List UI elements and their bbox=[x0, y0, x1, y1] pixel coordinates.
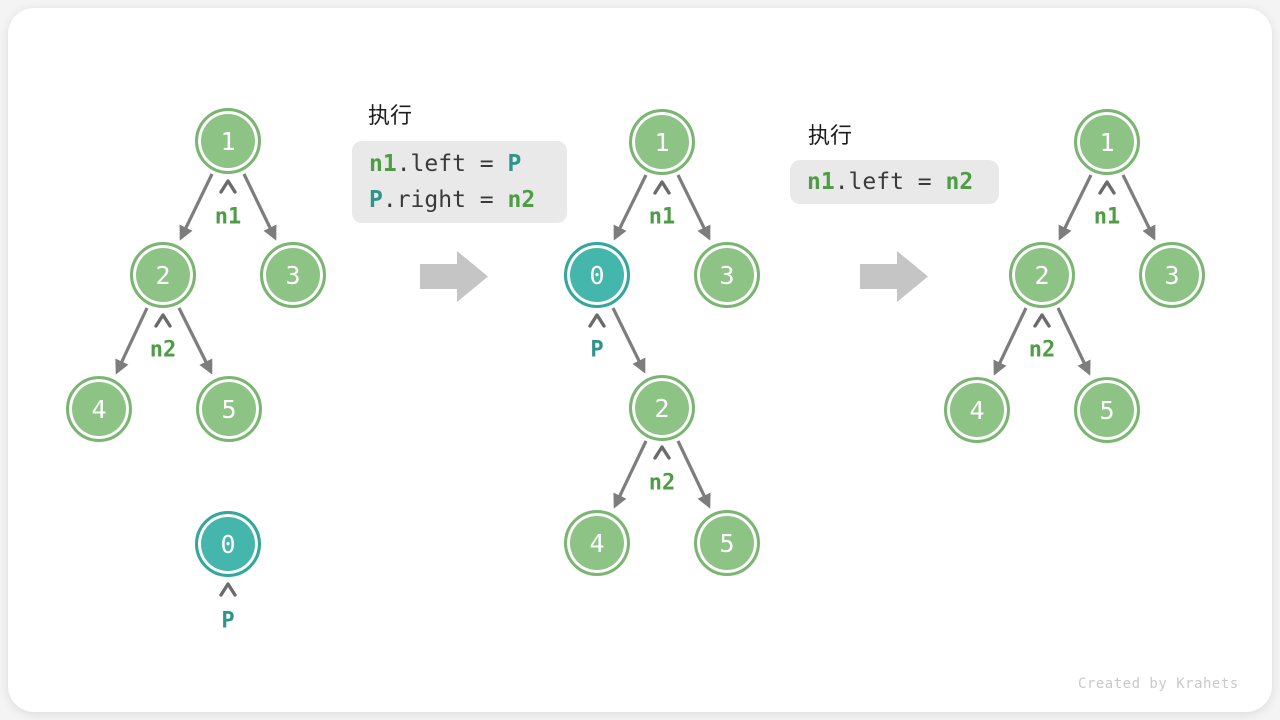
pointer-caret bbox=[1098, 180, 1116, 195]
exec-label: 执行 bbox=[808, 123, 853, 148]
tree-node: 0 bbox=[564, 242, 630, 308]
tree-node: 5 bbox=[694, 510, 760, 576]
code-line: P.right = n2 bbox=[369, 182, 567, 218]
node-value: 5 bbox=[719, 528, 735, 558]
tree-edge bbox=[242, 173, 277, 241]
code-line: n1.left = P bbox=[369, 146, 567, 182]
node-value: 0 bbox=[220, 529, 236, 559]
tree-edge bbox=[179, 173, 214, 241]
tree-node: 4 bbox=[564, 510, 630, 576]
code-token: .left = bbox=[834, 169, 946, 195]
pointer-label: n2 bbox=[149, 337, 177, 363]
node-value: 4 bbox=[969, 395, 985, 425]
code-line: n1.left = n2 bbox=[807, 164, 999, 200]
code-block: n1.left = n2 bbox=[790, 160, 999, 204]
tree-node: 0 bbox=[195, 511, 261, 577]
node-value: 3 bbox=[719, 260, 735, 290]
tree-edge bbox=[1058, 174, 1093, 241]
code-token: n2 bbox=[945, 169, 974, 195]
tree-node: 4 bbox=[66, 376, 132, 442]
node-value: 1 bbox=[220, 126, 236, 156]
node-value: 3 bbox=[285, 260, 301, 290]
pointer-caret bbox=[653, 445, 671, 460]
pointer-caret bbox=[653, 180, 671, 195]
node-value: 1 bbox=[1099, 127, 1115, 157]
pointer-label: n2 bbox=[1028, 337, 1056, 363]
node-value: 2 bbox=[1034, 260, 1050, 290]
code-token: .right = bbox=[382, 187, 508, 213]
code-token: P bbox=[369, 187, 383, 213]
pointer-label: P bbox=[221, 608, 235, 634]
tree-edge bbox=[676, 440, 711, 509]
code-token: n1 bbox=[807, 169, 835, 195]
node-value: 1 bbox=[654, 127, 670, 157]
transition-arrow bbox=[860, 251, 928, 302]
tree-node: 4 bbox=[944, 377, 1010, 443]
tree-node: 5 bbox=[196, 376, 262, 442]
tree-edge bbox=[115, 307, 149, 375]
tree-node: 2 bbox=[1009, 242, 1075, 308]
transition-arrow bbox=[420, 251, 488, 302]
node-value: 4 bbox=[91, 394, 107, 424]
pointer-label: n1 bbox=[648, 204, 676, 230]
tree-node: 5 bbox=[1074, 377, 1140, 443]
tree-edge bbox=[613, 440, 648, 509]
tree-edge bbox=[1121, 174, 1156, 241]
node-value: 2 bbox=[155, 260, 171, 290]
tree-node: 1 bbox=[1074, 109, 1140, 175]
pointer-caret bbox=[588, 313, 606, 328]
code-block: n1.left = P P.right = n2 bbox=[352, 141, 567, 223]
code-token: n1 bbox=[369, 151, 397, 177]
tree-edge bbox=[1056, 307, 1091, 376]
pointer-caret bbox=[154, 313, 172, 328]
tree-node: 1 bbox=[195, 108, 261, 174]
tree-edge bbox=[177, 307, 213, 375]
tree-edge bbox=[611, 307, 646, 374]
tree-node: 3 bbox=[1139, 242, 1205, 308]
node-value: 5 bbox=[1099, 395, 1115, 425]
pointer-label: n1 bbox=[1093, 204, 1121, 230]
node-value: 5 bbox=[221, 394, 237, 424]
tree-node: 2 bbox=[629, 375, 695, 441]
node-value: 3 bbox=[1164, 260, 1180, 290]
node-value: 0 bbox=[589, 260, 605, 290]
pointer-caret bbox=[219, 582, 237, 597]
pointer-caret bbox=[1033, 313, 1051, 328]
code-token: n2 bbox=[507, 187, 536, 213]
node-value: 2 bbox=[654, 393, 670, 423]
tree-node: 3 bbox=[260, 242, 326, 308]
tree-edge bbox=[993, 307, 1028, 376]
pointer-label: n1 bbox=[214, 204, 242, 230]
code-token: P bbox=[507, 151, 522, 177]
tree-edge bbox=[613, 174, 648, 241]
tree-edge bbox=[676, 174, 711, 241]
pointer-label: P bbox=[590, 337, 604, 363]
code-token: .left = bbox=[396, 151, 508, 177]
tree-node: 3 bbox=[694, 242, 760, 308]
pointer-caret bbox=[219, 179, 237, 194]
tree-node: 2 bbox=[130, 242, 196, 308]
node-value: 4 bbox=[589, 528, 605, 558]
exec-label: 执行 bbox=[368, 103, 413, 128]
pointer-label: n2 bbox=[648, 470, 676, 496]
watermark: Created by Krahets bbox=[1078, 676, 1239, 692]
tree-node: 1 bbox=[629, 109, 695, 175]
